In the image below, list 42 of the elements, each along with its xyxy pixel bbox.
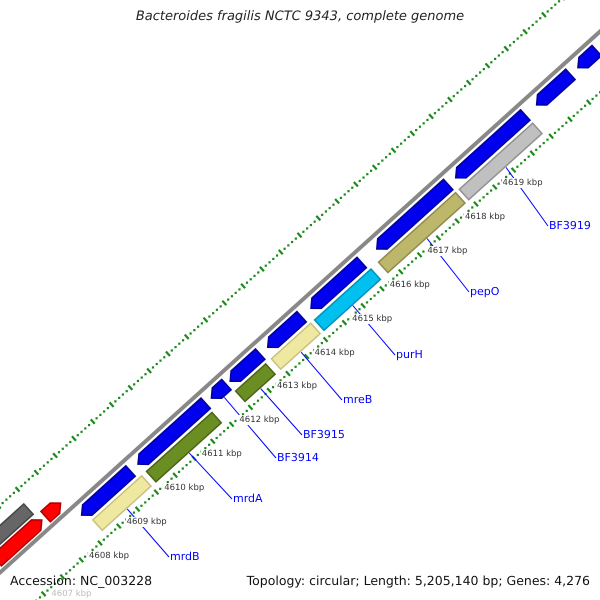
scale-label: 4610 kbp [163, 483, 206, 494]
title: Bacteroides fragilis NCTC 9343, complete genome [134, 9, 466, 24]
gene-bar [377, 192, 466, 274]
gene-label: mrdA [233, 492, 263, 505]
gene-label: mreB [343, 393, 372, 406]
scale-label: 4619 kbp [502, 178, 544, 188]
genome-summary: Topology: circular; Length: 5,205,140 bp; Genes: 4,276 [246, 573, 590, 588]
gene-feature [0, 519, 43, 567]
gene-label: BF3915 [303, 428, 345, 441]
gene-label: BF3914 [277, 451, 319, 464]
gene-label: mrdB [170, 550, 200, 563]
scale-label: 4618 kbp [464, 212, 506, 222]
scale-label: 4615 kbp [351, 314, 394, 324]
scale-label: 4608 kbp [88, 551, 130, 561]
gene-feature [536, 68, 576, 106]
gene-label: purH [396, 348, 423, 361]
scale-label: 4617 kbp [426, 246, 468, 256]
accession-text: Accession: NC_003228 [10, 573, 152, 588]
gene-label: pepO [470, 285, 500, 298]
gene-feature [454, 108, 532, 179]
scale-label: 4613 kbp [276, 381, 318, 392]
gene-bar [145, 411, 222, 483]
leader-line [188, 452, 232, 500]
scale-label: 4611 kbp [200, 449, 243, 460]
gene-feature [210, 378, 232, 399]
gene-feature [229, 348, 266, 382]
gene-feature [577, 44, 600, 68]
gene-bar [234, 362, 276, 402]
scale-label: 4607 kbp [50, 589, 92, 599]
leader-line [506, 166, 548, 226]
scale-label: 4614 kbp [314, 348, 356, 358]
scale-label: 4612 kbp [238, 415, 280, 426]
gene-label: BF3919 [549, 219, 591, 232]
scale-label: 4609 kbp [126, 517, 168, 528]
gene-feature [310, 256, 368, 310]
scale-label: 4616 kbp [388, 280, 431, 290]
gene-feature [40, 502, 62, 523]
leader-line [300, 352, 342, 400]
gene-bar [458, 122, 544, 201]
gene-feature [266, 310, 308, 348]
gene-bar [92, 474, 152, 532]
gene-feature [80, 464, 136, 516]
